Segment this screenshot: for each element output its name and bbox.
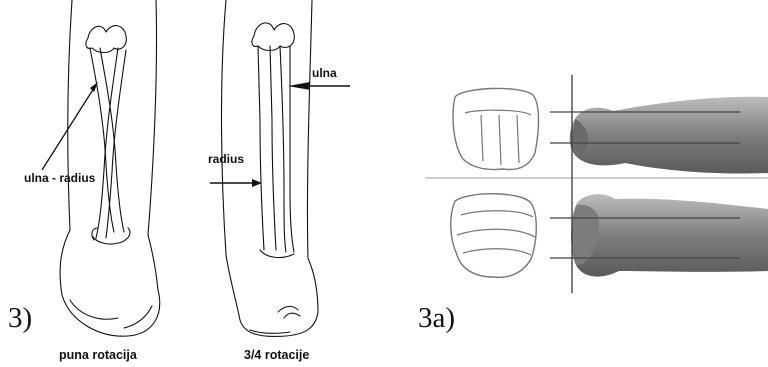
- caption-three-quarter-rotation: 3/4 rotacije: [244, 348, 309, 362]
- label-ulna: ulna: [312, 66, 337, 80]
- forearm-three-quarter-rotation-drawing: [190, 0, 360, 345]
- label-ulna-radius: ulna - radius: [24, 171, 95, 185]
- figure-number-3a: 3a): [418, 302, 455, 335]
- figure-number-3: 3): [8, 302, 32, 335]
- fist-rotation-photo-panel: [425, 75, 768, 293]
- caption-full-rotation: puna rotacija: [59, 348, 137, 362]
- label-radius: radius: [208, 152, 244, 166]
